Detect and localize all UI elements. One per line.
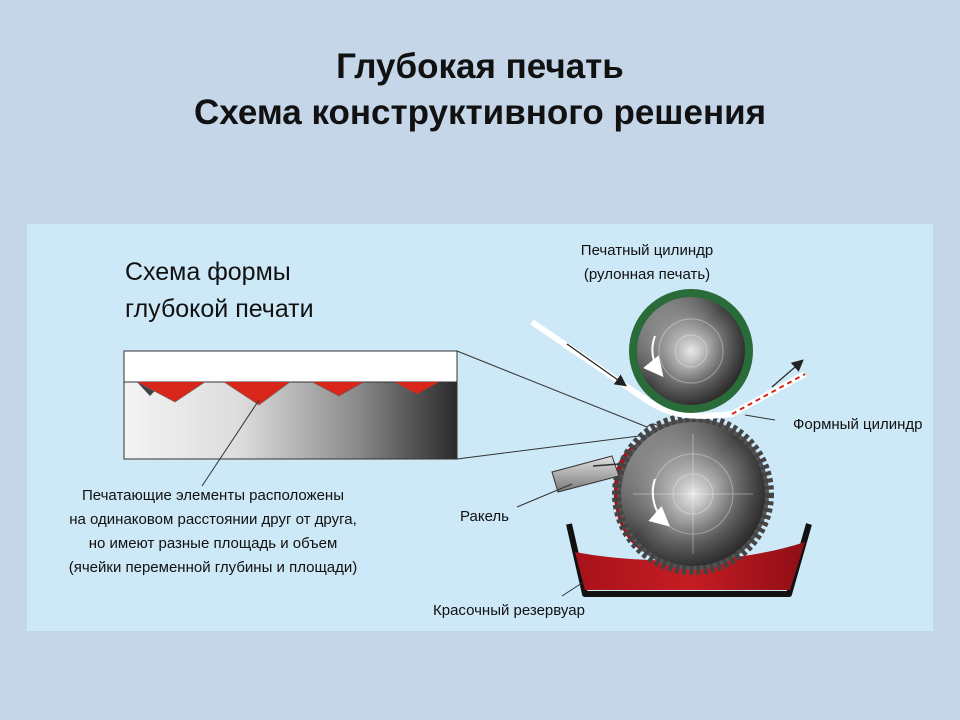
ink-reservoir-label: Красочный резервуар	[433, 602, 585, 619]
doctor-blade	[516, 455, 620, 508]
cell-3	[312, 382, 364, 396]
paper-in-arrow	[566, 343, 627, 387]
cells-note-line-4: (ячейки переменной глубины и площади)	[69, 559, 358, 576]
slide-title: Глубокая печать Схема конструктивного ре…	[0, 44, 960, 136]
form-scheme-label-line2: глубокой печати	[125, 295, 314, 323]
cells-pointer	[201, 399, 260, 487]
impression-cylinder-label-line2: (рулонная печать)	[584, 266, 710, 283]
cell-2	[224, 382, 290, 405]
cell-4	[395, 382, 439, 394]
cells-note-line-1: Печатающие элементы расположены	[82, 487, 344, 504]
plate-cross-section	[123, 350, 458, 460]
cells-note: Печатающие элементы расположены на одина…	[69, 487, 358, 576]
cells-note-line-2: на одинаковом расстоянии друг от друга,	[69, 511, 357, 528]
form-scheme-label-line1: Схема формы	[125, 258, 291, 286]
form-cylinder-label: Формный цилиндр	[793, 416, 923, 433]
ink-reservoir-pointer	[561, 580, 586, 597]
paper-web	[530, 319, 807, 419]
form-cylinder	[612, 413, 774, 575]
impression-cylinder	[629, 289, 753, 413]
cell-1	[137, 382, 205, 402]
cells-note-line-3: но имеют разные площадь и объем	[89, 535, 338, 552]
paper-out-arrow	[771, 359, 804, 388]
title-line-2: Схема конструктивного решения	[193, 93, 767, 132]
impression-cylinder-label-line1: Печатный цилиндр	[581, 242, 713, 259]
form-cylinder-pointer	[744, 414, 776, 421]
gravure-diagram: Схема формы глубокой печати	[69, 242, 923, 619]
doctor-blade-label: Ракель	[460, 508, 509, 525]
printing-cells	[137, 382, 439, 405]
magnifier-lines	[456, 350, 661, 460]
title-line-1: Глубокая печать	[336, 47, 624, 86]
diagram-panel: Схема формы глубокой печати	[27, 224, 933, 631]
